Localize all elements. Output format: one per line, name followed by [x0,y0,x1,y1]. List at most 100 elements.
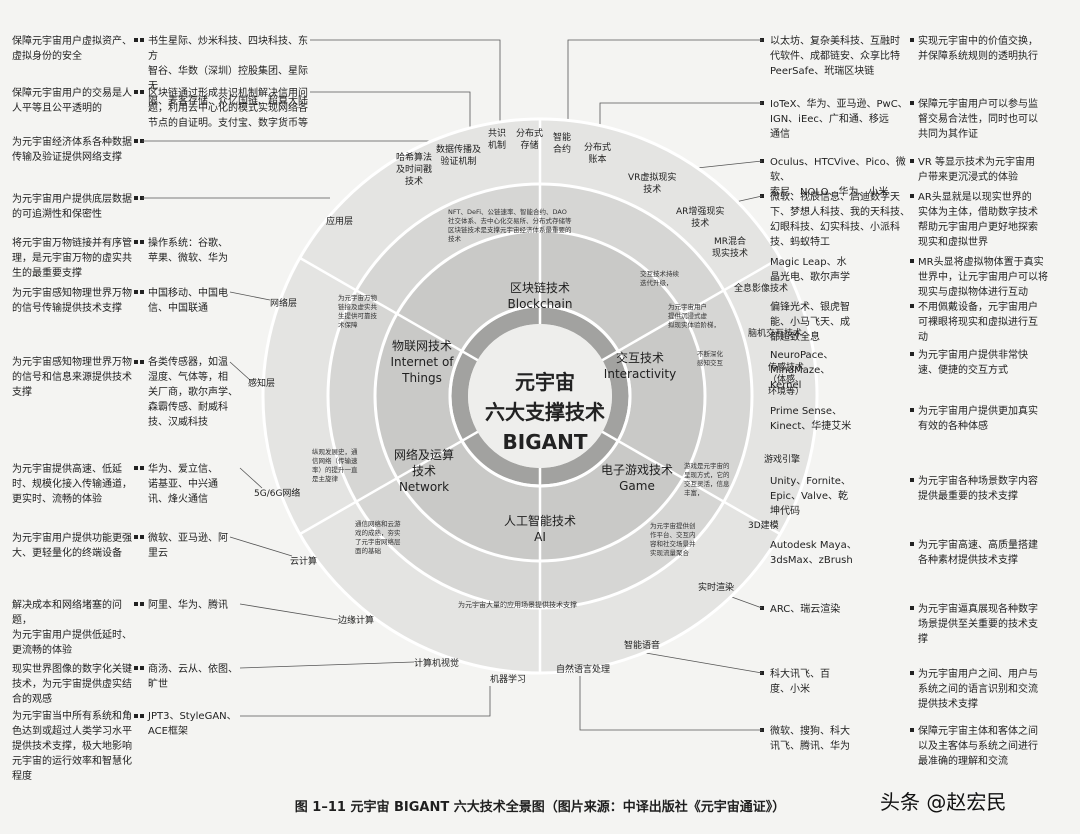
ring-5g: 5G/6G网络 [254,489,301,499]
right-companies: 科大讯飞、百 度、小米 [770,669,830,695]
note-interactivity-2: 为元宇宙用户 提供沉浸式虚 拟现实体验阶梯， [668,303,720,329]
figure-caption: 图 1–11 元宇宙 BIGANT 六大技术全景图（图片来源：中译出版社《元宇宙… [294,800,786,815]
core-blockchain: 区块链技术 Blockchain [507,281,573,311]
right-companies: 偏锋光术、银虎智 能、小马飞天、成 都超致全息 [770,302,850,343]
right-purpose: 为元宇宙逼真展现各种数字 场景提供至关重要的技术支 撑 [918,604,1038,645]
connector-line [567,39,762,128]
connector-line [229,361,251,381]
left-companies: 操作系统：谷歌、 苹果、微软、华为 [148,238,228,264]
note-interactivity-3: 不断深化 感知交互 [697,350,723,367]
bullet-marker [140,290,144,294]
left-purpose: 为元宇宙感知物理世界万物 的信号传输提供技术支撑 [12,288,132,314]
ring-perception: 感知层 [248,379,276,389]
left-purpose: 为元宇宙经济体系各种数据 传输及验证提供网络支撑 [12,137,132,163]
connector-line [579,676,762,731]
right-purpose: 不用佩戴设备，元宇宙用户 可裸眼将现实和虚拟进行互 动 [918,302,1038,343]
bullet-marker [134,90,138,94]
connector-line [239,603,339,621]
bullet-marker [134,240,138,244]
note-game: 游戏是元宇宙的 呈现方式，它的 交互灵活，信息 丰富， [684,462,730,497]
right-purpose: 实现元宇宙中的价值交换， 并保障系统规则的透明执行 [918,36,1038,62]
left-companies: 微软、亚马逊、阿 里云 [148,533,228,559]
left-purpose: 为元宇宙用户提供底层数据 的可追溯性和保密性 [12,194,132,220]
right-companies: Unity、Fornite、 Epic、Valve、乾 坤代码 [770,476,851,517]
note-iot: 为元宇宙万物 链接及虚实共 生提供可靠技 术保障 [338,294,377,329]
left-companies: 书生星际、炒米科技、四块科技、东方 智谷、华数（深圳）控股集团、星际无 限、麦客… [148,36,308,107]
right-purpose: 保障元宇宙主体和客体之间 以及主客体与系统之间进行 最准确的理解和交流 [918,726,1038,767]
left-companies: 中国移动、中国电 信、中国联通 [148,288,228,314]
right-purpose: 为元宇宙高速、高质量搭建 各种素材提供技术支撑 [918,540,1038,566]
right-companies: NeuroPace、 MindMaze、 Kernel [770,350,834,391]
bullet-marker [134,466,138,470]
left-companies: 商汤、云从、依图、 旷世 [148,664,238,690]
left-companies: 华为、爱立信、 诺基亚、中兴通 讯、烽火通信 [148,464,218,505]
bullet-marker [910,606,914,610]
connector-line [239,661,415,669]
ring-consensus: 共识 机制 [488,129,507,151]
note-network-2: 纵观发展史，通 信网络（传输速 率）的提升一直 是主旋律 [312,448,358,483]
core-game: 电子游戏技术 Game [600,463,673,493]
bullet-marker [134,139,138,143]
left-purpose: 为元宇宙用户提供功能更强 大、更轻量化的终端设备 [12,533,132,559]
connector-line [240,686,491,717]
watermark: 头条 @赵宏民 [880,790,1007,814]
connector-line [229,291,271,301]
note-ai: 为元宇宙提供创 作平台、交互内 容和社交场景并 实现流量聚合 [650,522,696,557]
left-companies: 区块链通过形成共识机制解决信用问 题，利用去中心化的模式实现网络各 节点的自证明… [148,88,308,129]
bullet-marker [910,671,914,675]
ring-ledger: 分布式 账本 [584,143,612,165]
bullet-marker [910,194,914,198]
note-blockchain: NFT、DeFi、公链速率、智能合约、DAO 社交体系、去中心化交易所、分布式存… [448,208,572,243]
ring-mr: MR混合 现实技术 [712,237,749,259]
bullet-marker [910,38,914,42]
note-ai-bottom: 为元宇宙大量的应用场景提供技术支撑 [458,601,577,609]
bullet-marker [910,728,914,732]
connector-line [310,39,501,128]
bullet-marker [134,602,138,606]
ring-ar: AR增强现实 技术 [676,207,725,229]
bullet-marker [910,159,914,163]
right-companies: 以太坊、复杂美科技、互融时 代软件、成都链安、众享比特 PeerSafe、玳瑞区… [770,36,900,77]
ring-distributed-storage: 分布式 存储 [516,129,544,151]
ring-voice: 智能语音 [624,641,661,651]
left-purpose: 为元宇宙感知物理世界万物 的信号和信息来源提供技术 支撑 [12,357,132,398]
bullet-marker [140,666,144,670]
ring-data-propagation: 数据传播及 验证机制 [436,145,482,167]
bullet-marker [910,408,914,412]
ring-edge: 边缘计算 [338,616,375,626]
ring-game-engine: 游戏引擎 [764,455,801,465]
right-companies: ARC、瑞云渲染 [770,604,841,615]
right-purpose: 为元宇宙用户提供非常快 速、便捷的交互方式 [918,350,1028,376]
bullet-marker [910,478,914,482]
bullet-marker [140,466,144,470]
connector-line [310,91,471,140]
core-ai: 人工智能技术 AI [503,514,576,544]
right-purpose: 为元宇宙用户之间、用户与 系统之间的语言识别和交流 提供技术支撑 [918,669,1038,710]
ring-cv: 计算机视觉 [414,659,460,669]
bullet-marker [140,535,144,539]
right-companies: 微软、搜狗、科大 讯飞、腾讯、华为 [770,726,850,752]
right-companies: IoTeX、华为、亚马逊、PwC、 IGN、iEec、广和通、移远 通信 [770,99,908,140]
ring-network-layer: 网络层 [270,299,298,309]
center-title: 元宇宙 六大支撑技术 BIGANT [485,370,605,454]
connector-line [239,467,263,489]
core-iot: 物联网技术 Internet of Things [390,339,454,385]
right-companies: Oculus、HTCVive、Pico、微软、 索尼、NOLO、华为、小米 [770,157,906,198]
ring-render: 实时渲染 [698,583,735,593]
bullet-marker [910,352,914,356]
right-purpose: 保障元宇宙用户可以参与监 督交易合法性，同时也可以 共同为其作证 [918,99,1038,140]
left-purpose: 为元宇宙提供高速、低延 时、规模化接入传输通道， 更实时、流畅的体验 [12,464,132,505]
note-interactivity: 交互技术持续 迭代升级， [640,270,679,287]
left-purpose: 保障元宇宙用户虚拟资产、 虚拟身份的安全 [12,36,132,62]
left-purpose: 保障元宇宙用户的交易是人 人平等且公平透明的 [12,88,132,114]
left-purpose: 现实世界图像的数字化关键 技术，为元宇宙提供虚实结 合的观感 [12,664,132,705]
right-companies: Magic Leap、水 晶光电、歌尔声学 [770,257,850,283]
bullet-marker [134,666,138,670]
right-purpose: VR 等显示技术为元宇宙用 户带来更沉浸式的体验 [918,157,1035,183]
bullet-marker [140,38,144,42]
left-purpose: 为元宇宙当中所有系统和角 色达到或超过人类学习水平 提供技术支撑，极大地影响 元… [12,711,132,782]
ring-vr: VR虚拟现实 技术 [628,173,677,195]
note-network: 通信网络和云游 戏的成熟，夯实 了元宇宙网络层 面的基础 [355,520,401,555]
bullet-marker [134,360,138,364]
